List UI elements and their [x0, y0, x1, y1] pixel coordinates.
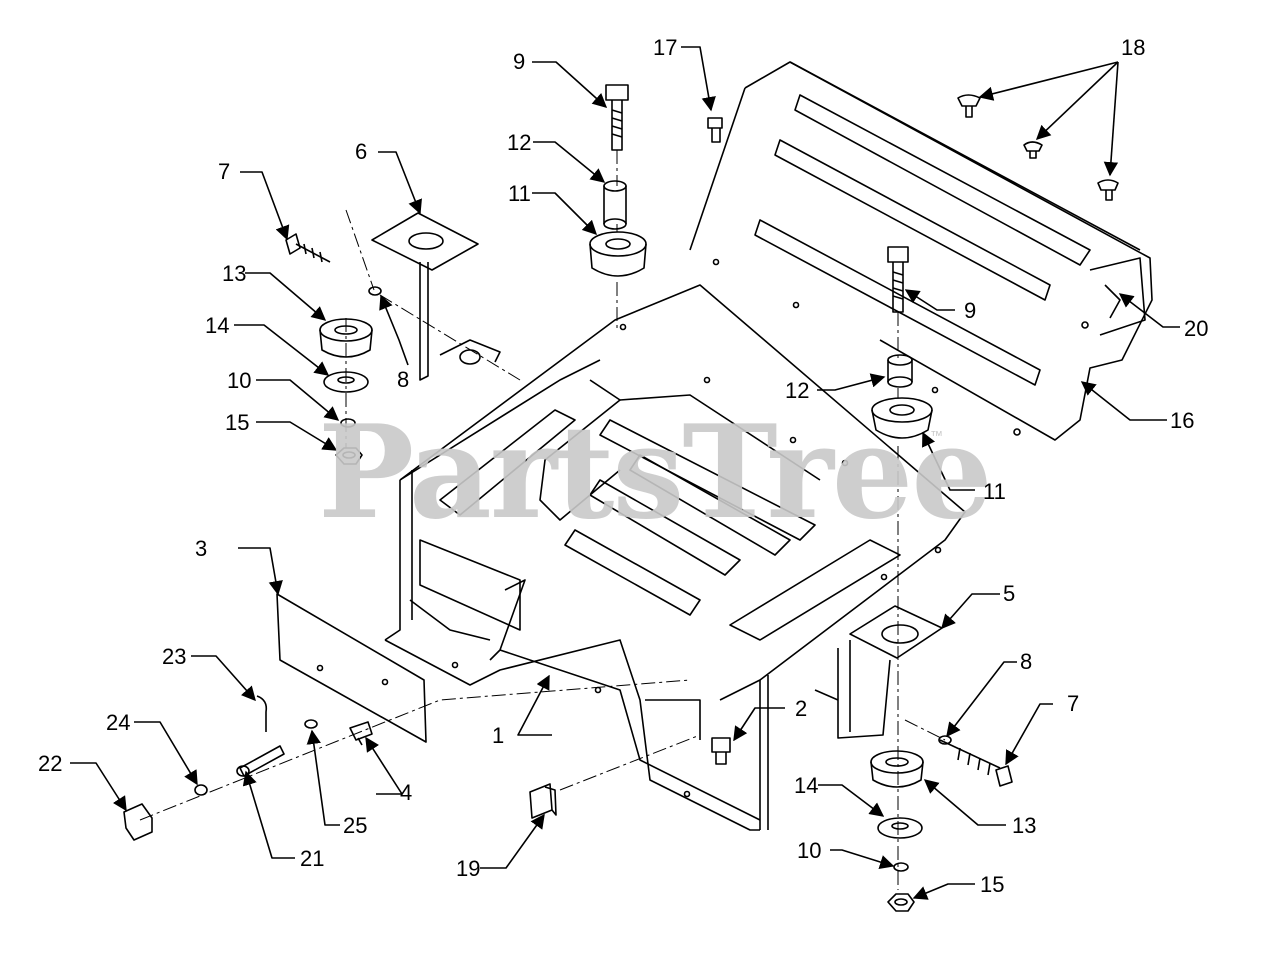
callout-3[interactable]: 3: [195, 536, 208, 561]
callout-22[interactable]: 22: [38, 751, 63, 776]
callout-8-right[interactable]: 8: [1020, 649, 1033, 674]
callout-8-left[interactable]: 8: [397, 367, 410, 392]
callout-7-right[interactable]: 7: [1067, 691, 1080, 716]
callout-9-top[interactable]: 9: [513, 49, 526, 74]
frame-part-1: [384, 258, 966, 831]
callout-12-top[interactable]: 12: [507, 130, 532, 155]
callout-14-right[interactable]: 14: [794, 773, 819, 798]
seat-pan-part-16: [689, 61, 1153, 441]
callout-15-right[interactable]: 15: [980, 872, 1005, 897]
callout-23[interactable]: 23: [162, 644, 187, 669]
callout-9-right[interactable]: 9: [964, 298, 977, 323]
callout-13-left[interactable]: 13: [222, 261, 247, 286]
callout-25[interactable]: 25: [343, 813, 368, 838]
callout-16[interactable]: 16: [1170, 408, 1195, 433]
callout-7-left[interactable]: 7: [218, 159, 231, 184]
callout-5[interactable]: 5: [1003, 581, 1016, 606]
callout-15-left[interactable]: 15: [225, 410, 250, 435]
callout-21[interactable]: 21: [300, 846, 325, 871]
plate-part-3: [276, 593, 427, 743]
hardware: [123, 84, 1119, 912]
callout-1[interactable]: 1: [492, 723, 505, 748]
callout-10-right[interactable]: 10: [797, 838, 822, 863]
bracket-part-6: [371, 212, 501, 381]
callout-20[interactable]: 20: [1184, 316, 1209, 341]
callout-11-top[interactable]: 11: [508, 181, 531, 206]
callout-6[interactable]: 6: [355, 139, 368, 164]
callout-17[interactable]: 17: [653, 35, 678, 60]
bracket-part-5: [814, 605, 943, 739]
callout-13-right[interactable]: 13: [1012, 813, 1037, 838]
callout-18[interactable]: 18: [1121, 35, 1146, 60]
callout-14-left[interactable]: 14: [205, 313, 230, 338]
callout-4[interactable]: 4: [400, 780, 413, 805]
trademark-symbol: ™: [930, 428, 943, 443]
callout-12-right[interactable]: 12: [785, 378, 810, 403]
callout-19[interactable]: 19: [456, 856, 481, 881]
callout-2[interactable]: 2: [795, 696, 808, 721]
assembly-lines: [139, 150, 946, 890]
leader-arrows: [70, 46, 1180, 900]
callout-24[interactable]: 24: [106, 710, 131, 735]
callout-11-right[interactable]: 11: [983, 479, 1006, 504]
callout-10-left[interactable]: 10: [227, 368, 252, 393]
